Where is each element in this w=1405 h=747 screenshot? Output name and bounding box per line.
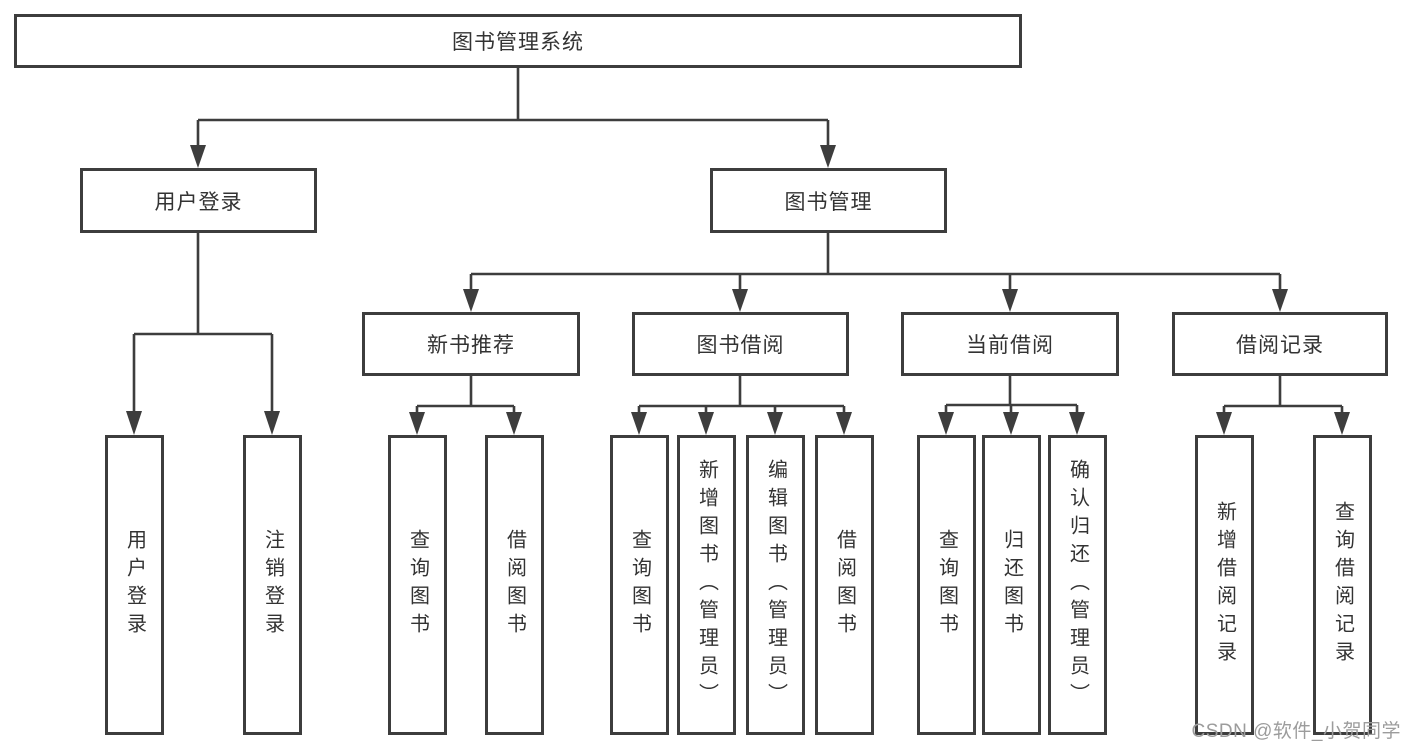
- node-label: 图书管理系统: [452, 31, 584, 54]
- node-borrowing-records: 借阅记录: [1172, 312, 1388, 376]
- leaf-label: 新增图书（管理员）: [695, 459, 718, 711]
- connector-new-book-recommend-children: [415, 376, 516, 414]
- connector-root-to-level2: [196, 68, 830, 146]
- connector-book-management-children: [469, 233, 1282, 290]
- node-library-management-system: 图书管理系统: [14, 14, 1022, 68]
- leaf-label: 新增借阅记录: [1213, 501, 1236, 669]
- csdn-watermark: CSDN @软件_小贺同学: [1191, 721, 1401, 742]
- leaf-label: 查询图书: [406, 529, 429, 641]
- leaf-query-books-borrowing: 查询图书: [610, 435, 669, 735]
- node-label: 新书推荐: [427, 334, 515, 357]
- leaf-label: 查询借阅记录: [1331, 501, 1354, 669]
- leaf-confirm-return-admin: 确认归还（管理员）: [1048, 435, 1107, 735]
- connector-borrowing-records-children: [1222, 376, 1344, 414]
- node-label: 借阅记录: [1236, 334, 1324, 357]
- node-label: 当前借阅: [966, 334, 1054, 357]
- leaf-label: 查询图书: [628, 529, 651, 641]
- leaf-label: 借阅图书: [833, 529, 856, 641]
- leaf-label: 用户登录: [123, 529, 146, 641]
- node-label: 图书管理: [784, 190, 873, 214]
- leaf-query-books-current: 查询图书: [917, 435, 976, 735]
- leaf-logout: 注销登录: [243, 435, 302, 735]
- leaf-borrow-books-recommend: 借阅图书: [485, 435, 544, 735]
- leaf-label: 查询图书: [935, 529, 958, 641]
- leaf-label: 借阅图书: [503, 529, 526, 641]
- leaf-label: 注销登录: [261, 529, 284, 641]
- connector-user-login-children: [132, 233, 274, 412]
- node-user-login: 用户登录: [80, 168, 317, 233]
- node-current-borrowing: 当前借阅: [901, 312, 1119, 376]
- connector-book-borrowing-children: [637, 376, 846, 414]
- leaf-label: 归还图书: [1000, 529, 1023, 641]
- node-book-management: 图书管理: [710, 168, 947, 233]
- node-label: 图书借阅: [696, 334, 785, 357]
- leaf-query-books-recommend: 查询图书: [388, 435, 447, 735]
- arrowheads: [126, 145, 1350, 435]
- leaf-user-login: 用户登录: [105, 435, 164, 735]
- leaf-label: 编辑图书（管理员）: [764, 459, 787, 711]
- node-label: 用户登录: [154, 190, 243, 214]
- leaf-label: 确认归还（管理员）: [1066, 459, 1089, 711]
- leaf-edit-books-admin: 编辑图书（管理员）: [746, 435, 805, 735]
- leaf-add-books-admin: 新增图书（管理员）: [677, 435, 736, 735]
- leaf-borrow-books: 借阅图书: [815, 435, 874, 735]
- node-book-borrowing: 图书借阅: [632, 312, 849, 376]
- leaf-add-borrow-record: 新增借阅记录: [1195, 435, 1254, 735]
- leaf-query-borrow-record: 查询借阅记录: [1313, 435, 1372, 735]
- connector-current-borrowing-children: [944, 376, 1079, 414]
- node-new-book-recommend: 新书推荐: [362, 312, 580, 376]
- leaf-return-books: 归还图书: [982, 435, 1041, 735]
